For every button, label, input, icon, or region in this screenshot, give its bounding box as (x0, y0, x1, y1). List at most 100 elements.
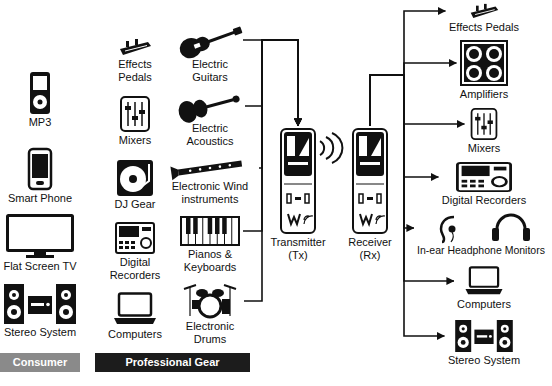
amp-speaker (486, 65, 502, 81)
device-label: Stereo System (4, 326, 76, 339)
turntable-label (129, 175, 137, 183)
amp-cone (489, 68, 499, 78)
guitar-body (192, 35, 212, 54)
stereo-output: Stereo System (445, 318, 524, 374)
clarinet-key (209, 167, 212, 170)
receiver-unit (353, 129, 387, 233)
in-ear-bud (449, 226, 456, 233)
drum-stands (190, 287, 230, 316)
transmitter-unit (281, 129, 315, 233)
signal-connector (370, 75, 445, 336)
clarinet-key (228, 164, 231, 167)
keyboard-black-key (186, 217, 191, 234)
keyboard-frame (181, 217, 239, 245)
drum-source: Electronic Drums (176, 282, 244, 347)
violin-source: Electric Acoustics (175, 90, 245, 149)
signal-connector (370, 75, 414, 228)
pedal-icon (120, 39, 151, 55)
amplifier-icon (461, 41, 507, 85)
clarinet-key (199, 168, 202, 171)
amp-speaker (486, 46, 502, 62)
drum-cymbals (184, 285, 236, 289)
device-label: Mixers (468, 142, 500, 155)
in-ear-wire (451, 232, 453, 242)
device-label: Mixers (119, 134, 151, 147)
smartphone-icon (29, 149, 51, 189)
transmitter: Transmitter (Tx) (262, 126, 334, 263)
device-label: Smart Phone (8, 192, 72, 205)
phone-button (36, 181, 44, 185)
smartphone-device: Smart Phone (5, 146, 76, 212)
clarinet-body (178, 161, 242, 176)
recorder-icon (457, 163, 510, 191)
laptop-icon (465, 267, 502, 294)
device-label: Effects Pedals (449, 21, 519, 34)
violin-body (191, 98, 209, 119)
tv-neck (34, 252, 46, 255)
amp-cone (469, 49, 479, 59)
violin-neck (205, 98, 234, 108)
signal-connector (244, 40, 298, 301)
wireless-waves (320, 133, 342, 163)
signal-connector (259, 40, 298, 168)
mp3-device: MP3 (26, 70, 55, 136)
amp-grille (464, 44, 504, 82)
drum-bass (199, 295, 221, 317)
device-label: Amplifiers (460, 88, 508, 101)
headphones-icon (441, 215, 530, 242)
mixer-output: Mixers (465, 106, 504, 162)
device-label: Digital Recorders (105, 256, 165, 281)
signal-connector (370, 11, 446, 126)
category-band: Professional Gear (95, 353, 250, 372)
keyboard-source: Pianos & Keyboards (177, 214, 243, 275)
guitar-pickup (194, 43, 201, 49)
tv-icon (8, 216, 73, 259)
signal-connector (245, 40, 298, 126)
keyboard-keys (188, 217, 232, 245)
clarinet-key (189, 169, 192, 172)
phone-body (29, 149, 51, 189)
stereo-device: Stereo System (1, 282, 80, 346)
device-label: Digital Recorders (442, 194, 526, 207)
amp-speaker (466, 46, 482, 62)
recorder-output: Digital Recorders (439, 160, 530, 214)
connector-group (243, 11, 465, 336)
turntable-icon (117, 160, 153, 196)
device-label: In-ear Headphone Monitors (417, 244, 545, 257)
device-label: Transmitter (Tx) (265, 236, 331, 261)
monitor-output: In-ear Headphone Monitors (414, 212, 548, 264)
guitar-neck (207, 31, 235, 44)
recorder-icon (116, 223, 154, 253)
receiver: Receiver (Rx) (334, 126, 406, 263)
headphone-band (497, 215, 525, 238)
device-label: Computers (108, 328, 162, 341)
amp-cone (489, 49, 499, 59)
wind-source: Electronic Wind instruments (161, 156, 259, 207)
device-label: Electronic Drums (179, 320, 241, 345)
stereo-icon (4, 284, 76, 324)
device-label: Electronic Wind instruments (164, 180, 256, 205)
stereo-icon (455, 320, 513, 352)
pedal-icon (471, 4, 499, 18)
turntable-platter (120, 166, 146, 192)
mp3-screen (33, 76, 47, 90)
amp-cabinet (461, 41, 507, 85)
device-label: Electric Acoustics (178, 122, 242, 147)
amp-speaker (466, 65, 482, 81)
turntable-base (117, 160, 153, 196)
mixer-icon (472, 109, 497, 139)
device-label: Computers (457, 298, 511, 311)
phone-screen (32, 154, 48, 178)
violin-icon (176, 87, 242, 124)
keyboard-black-key (193, 217, 198, 234)
amplifier-output: Amplifiers (457, 38, 512, 108)
mp3-wheel (33, 95, 47, 109)
recorder-device: Digital Recorders (102, 220, 168, 283)
mp3-body (30, 72, 50, 114)
mixer-device: Mixers (116, 94, 155, 154)
device-label: MP3 (29, 116, 52, 129)
headphone-cup (492, 228, 499, 241)
